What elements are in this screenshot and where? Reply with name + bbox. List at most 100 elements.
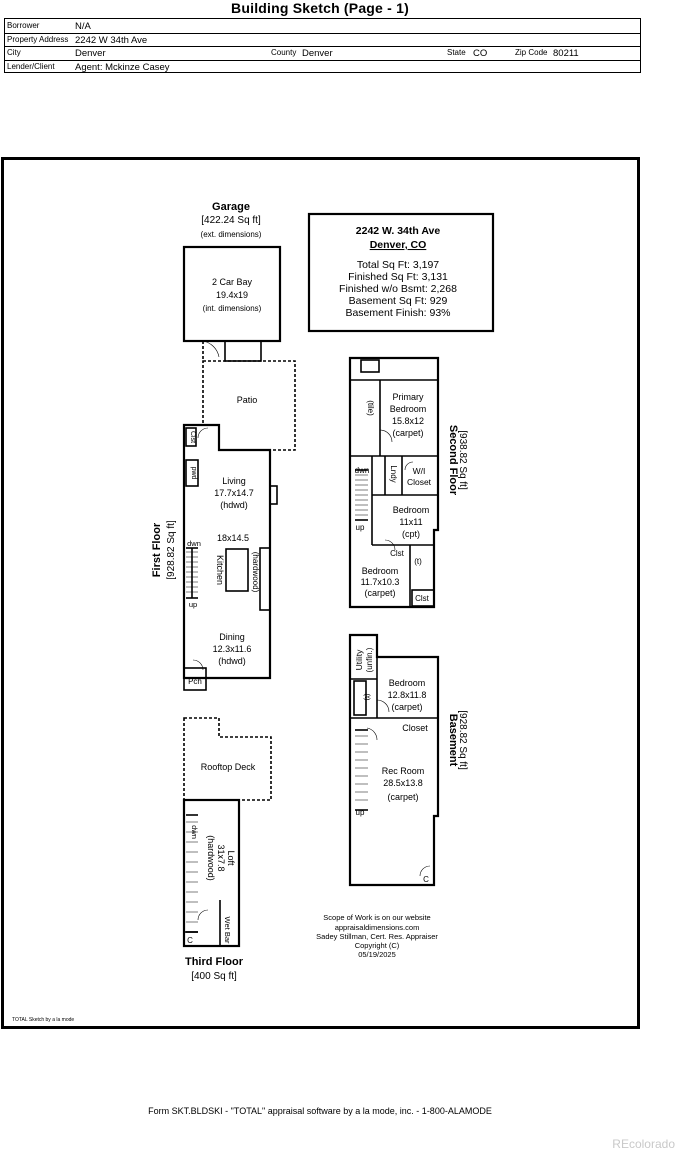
bed2-label: Bedroom xyxy=(393,505,430,515)
city-row: City Denver County Denver State CO Zip C… xyxy=(5,46,640,61)
loft-floor: (hardwood) xyxy=(206,835,216,881)
summary-finished: Finished Sq Ft: 3,131 xyxy=(348,271,448,283)
scope-line-1: Scope of Work is on our website xyxy=(323,913,430,922)
summary-basement-finish: Basement Finish: 93% xyxy=(345,307,450,319)
loft-dims: 31x7.8 xyxy=(216,844,226,871)
scope-line-5: 05/19/2025 xyxy=(358,950,396,959)
basement-closet-label: Closet xyxy=(402,723,428,733)
living-floor: (hdwd) xyxy=(220,500,248,510)
unfin-label: (unfin.) xyxy=(365,647,374,672)
porch-outline xyxy=(183,667,207,691)
summary-basement: Basement Sq Ft: 929 xyxy=(349,295,448,307)
third-floor-title: Third Floor xyxy=(185,956,244,968)
garage-title: Garage xyxy=(212,201,250,213)
property-info-table: Borrower N/A Property Address 2242 W 34t… xyxy=(4,18,641,73)
state-label: State xyxy=(447,48,466,57)
first-floor-title: First Floor xyxy=(151,522,163,577)
address-value: 2242 W 34th Ave xyxy=(75,34,148,46)
basement-outline xyxy=(348,633,440,887)
borrower-value: N/A xyxy=(75,21,91,32)
borrower-label: Borrower xyxy=(7,21,40,30)
lender-row: Lender/Client Agent: Mckinze Casey xyxy=(5,60,640,74)
sketch-credit: TOTAL Sketch by a la mode xyxy=(12,1017,75,1023)
second-floor-area: [938.82 Sq ft] xyxy=(457,430,468,490)
bed2-floor: (cpt) xyxy=(402,529,420,539)
county-value: Denver xyxy=(302,48,333,59)
third-dwn-label: dwn xyxy=(190,825,199,839)
summary-finished-wo-bsmt: Finished w/o Bsmt: 2,268 xyxy=(339,283,457,295)
second-clst-label: Clst xyxy=(390,549,405,558)
wi-label: W/I xyxy=(413,466,426,476)
first-clst-label: Clst xyxy=(189,431,196,443)
garage-step xyxy=(224,340,262,362)
wi-closet-label: Closet xyxy=(407,477,432,487)
kitchen-dims: 18x14.5 xyxy=(217,533,249,543)
bed3-floor: (carpet) xyxy=(364,588,395,598)
rooftop-deck-label: Rooftop Deck xyxy=(201,762,256,772)
primary-dims: 15.8x12 xyxy=(392,416,424,426)
third-floor-area: [400 Sq ft] xyxy=(191,971,237,982)
second-dwn-label: dwn xyxy=(355,466,370,475)
dining-label: Dining xyxy=(219,632,245,642)
kitchen-floor: (hardwood) xyxy=(251,552,260,593)
patio-outline xyxy=(202,360,296,451)
first-dwn-label: dwn xyxy=(187,539,201,548)
rec-floor: (carpet) xyxy=(387,792,418,802)
basement-area: [928.82 Sq ft] xyxy=(457,710,468,770)
watermark: REcolorado xyxy=(612,1137,675,1151)
footer-form-text: Form SKT.BLDSKI - "TOTAL" appraisal soft… xyxy=(148,1106,492,1116)
summary-total: Total Sq Ft: 3,197 xyxy=(357,259,439,271)
garage-area: [422.24 Sq ft] xyxy=(201,215,261,226)
primary-floor: (carpet) xyxy=(392,428,423,438)
primary-label: Primary xyxy=(393,392,424,402)
basement-up-label: up xyxy=(356,808,365,817)
wet-bar-label: Wet Bar xyxy=(223,917,232,944)
scope-line-4: Copyright (C) xyxy=(355,941,400,950)
basement-bed-floor: (carpet) xyxy=(391,702,422,712)
lender-label: Lender/Client xyxy=(7,61,55,71)
third-floor-outline xyxy=(182,798,241,948)
second-floor-outline xyxy=(348,356,440,609)
rooftop-deck-outline xyxy=(183,717,272,801)
rec-dims: 28.5x13.8 xyxy=(383,778,423,788)
garage-int-note: (int. dimensions) xyxy=(203,304,262,313)
first-floor-area: [928.82 Sq ft] xyxy=(166,520,177,580)
scope-line-3: Sadey Stillman, Cert. Res. Appraiser xyxy=(316,932,438,941)
first-up-label: up xyxy=(189,600,197,609)
zip-value: 80211 xyxy=(553,48,579,59)
living-dims: 17.7x14.7 xyxy=(214,488,254,498)
lender-value: Agent: Mckinze Casey xyxy=(75,61,170,73)
primary-label-2: Bedroom xyxy=(390,404,427,414)
basement-bed-label: Bedroom xyxy=(389,678,426,688)
address-row: Property Address 2242 W 34th Ave xyxy=(5,33,640,47)
porch-label: Pch xyxy=(188,677,202,686)
sketch-frame xyxy=(1,157,640,1029)
kitchen-island xyxy=(225,548,249,592)
state-value: CO xyxy=(473,48,488,59)
address-label: Property Address xyxy=(7,34,69,44)
second-floor-title: Second Floor xyxy=(447,425,459,496)
county-label: County xyxy=(271,48,297,57)
utility-label: Utility xyxy=(354,649,364,671)
summary-city: Denver, CO xyxy=(370,239,427,251)
zip-label: Zip Code xyxy=(515,48,548,57)
summary-address: 2242 W. 34th Ave xyxy=(356,225,441,237)
loft-label: Loft xyxy=(226,850,236,866)
second-t-label: (t) xyxy=(414,557,422,566)
bed3-label: Bedroom xyxy=(362,566,399,576)
kitchen-label: Kitchen xyxy=(215,555,225,585)
bed3-dims: 11.7x10.3 xyxy=(361,577,400,587)
pwd-label: pwd xyxy=(190,467,197,480)
third-c-label: C xyxy=(187,936,193,945)
garage-dims: 19.4x19 xyxy=(216,290,248,300)
living-label: Living xyxy=(222,476,246,486)
page-title: Building Sketch (Page - 1) xyxy=(231,0,409,16)
garage-room: 2 Car Bay xyxy=(212,277,253,287)
basement-bed-dims: 12.8x11.8 xyxy=(388,690,427,700)
borrower-row: Borrower N/A xyxy=(5,19,640,34)
lndy-label: Lndy xyxy=(389,465,398,482)
summary-box xyxy=(307,212,495,333)
bed2-dims: 11x11 xyxy=(399,517,422,527)
basement-c-label: C xyxy=(423,875,429,884)
